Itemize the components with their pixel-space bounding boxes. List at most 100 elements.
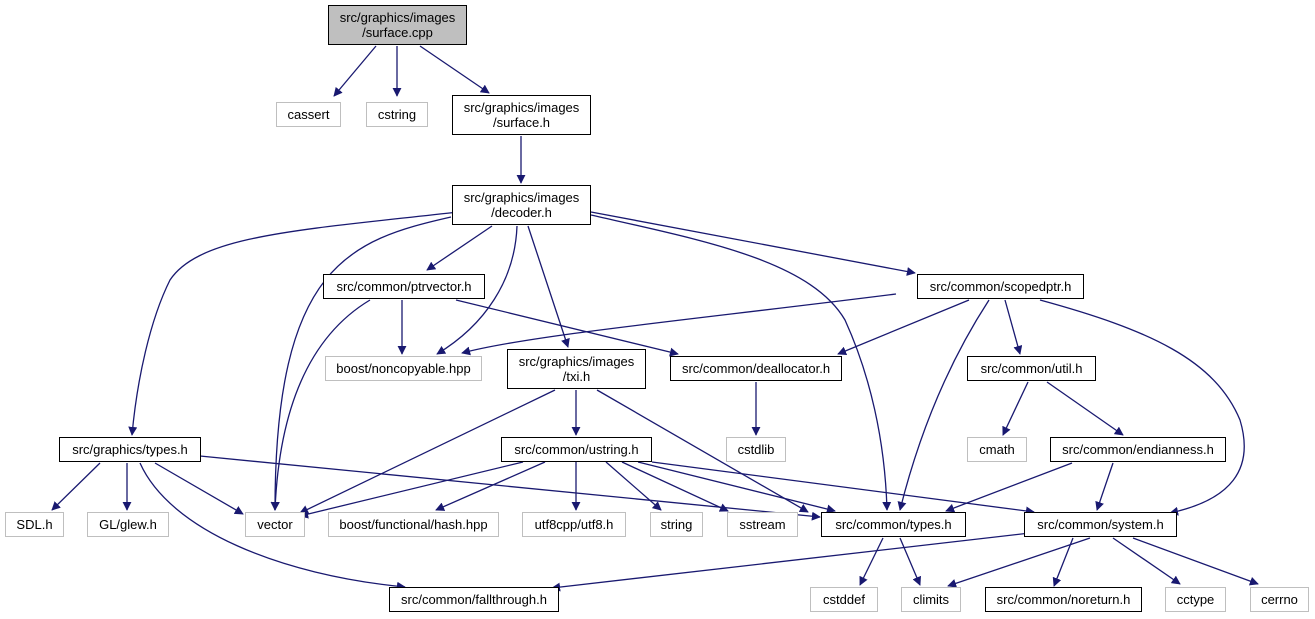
node-climits: climits	[901, 587, 961, 612]
node-graphics-types-h[interactable]: src/graphics/types.h	[59, 437, 201, 462]
node-utf8cpp-utf8-h: utf8cpp/utf8.h	[522, 512, 626, 537]
node-common-types-h[interactable]: src/common/types.h	[821, 512, 966, 537]
node-scopedptr-h[interactable]: src/common/scopedptr.h	[917, 274, 1084, 299]
node-boost-functional-hash: boost/functional/hash.hpp	[328, 512, 499, 537]
dependency-edge	[596, 389, 809, 513]
node-label: src/graphics/types.h	[72, 442, 188, 457]
dependency-edge	[461, 293, 897, 356]
node-cerrno: cerrno	[1250, 587, 1309, 612]
dependency-edge	[299, 461, 524, 519]
node-label: src/common/ustring.h	[514, 442, 639, 457]
dependency-edge	[527, 225, 570, 348]
dependency-edge	[1132, 537, 1259, 586]
node-label: cstddef	[823, 592, 865, 607]
dependency-edge	[621, 461, 729, 512]
node-gl-glew-h: GL/glew.h	[87, 512, 169, 537]
node-txi-h[interactable]: src/graphics/images /txi.h	[507, 349, 646, 389]
node-decoder-h[interactable]: src/graphics/images /decoder.h	[452, 185, 591, 225]
node-label: string	[660, 517, 693, 532]
node-label: utf8cpp/utf8.h	[534, 517, 614, 532]
node-string: string	[650, 512, 703, 537]
node-system-h[interactable]: src/common/system.h	[1024, 512, 1177, 537]
dependency-edge	[455, 299, 679, 357]
node-label: vector	[257, 517, 293, 532]
node-label: cmath	[979, 442, 1015, 457]
node-cmath: cmath	[967, 437, 1027, 462]
node-sstream: sstream	[727, 512, 798, 537]
node-label-line-1: src/graphics/images	[339, 10, 456, 25]
dependency-edge	[947, 537, 1091, 588]
node-util-h[interactable]: src/common/util.h	[967, 356, 1096, 381]
node-label: src/common/ptrvector.h	[336, 279, 472, 294]
dependency-edge	[1046, 381, 1124, 436]
dependency-edge	[837, 299, 970, 356]
node-cctype: cctype	[1165, 587, 1226, 612]
node-label: src/common/system.h	[1037, 517, 1164, 532]
dependency-edge	[426, 225, 493, 271]
node-ptrvector-h[interactable]: src/common/ptrvector.h	[323, 274, 485, 299]
dependency-edge	[419, 45, 490, 94]
dependency-edge	[945, 462, 1073, 513]
node-label-line-2: /txi.h	[562, 369, 591, 384]
node-label: cstring	[377, 107, 417, 122]
node-fallthrough-h[interactable]: src/common/fallthrough.h	[389, 587, 559, 612]
dependency-edge	[199, 455, 821, 521]
node-cassert: cassert	[276, 102, 341, 127]
node-label: cctype	[1176, 592, 1215, 607]
dependency-edge	[551, 532, 1031, 592]
node-label: boost/noncopyable.hpp	[336, 361, 471, 376]
node-label: GL/glew.h	[99, 517, 157, 532]
node-label: cassert	[287, 107, 330, 122]
dependency-edge	[637, 461, 836, 514]
dependency-edge	[154, 462, 244, 515]
dependency-edge	[299, 389, 556, 514]
dependency-edge	[590, 211, 916, 276]
node-label: src/common/endianness.h	[1062, 442, 1214, 457]
node-endianness-h[interactable]: src/common/endianness.h	[1050, 437, 1226, 462]
node-ustring-h[interactable]: src/common/ustring.h	[501, 437, 652, 462]
node-vector: vector	[245, 512, 305, 537]
dependency-edge	[859, 537, 884, 586]
dependency-edge	[435, 461, 546, 511]
dependency-edge	[1052, 537, 1074, 587]
node-label: src/common/types.h	[835, 517, 952, 532]
dependency-edge	[51, 462, 101, 511]
node-noreturn-h[interactable]: src/common/noreturn.h	[985, 587, 1142, 612]
dependency-edge	[590, 214, 892, 511]
dependency-edge	[605, 461, 662, 511]
node-label: sstream	[739, 517, 786, 532]
dependency-edge	[651, 461, 1035, 516]
node-deallocator-h[interactable]: src/common/deallocator.h	[670, 356, 842, 381]
node-label: src/common/fallthrough.h	[401, 592, 547, 607]
node-label: src/common/util.h	[980, 361, 1083, 376]
dependency-edge	[1039, 299, 1245, 516]
node-label-line-1: src/graphics/images	[518, 354, 635, 369]
node-boost-noncopyable: boost/noncopyable.hpp	[325, 356, 482, 381]
node-label: climits	[912, 592, 950, 607]
node-label-line-2: /decoder.h	[491, 205, 552, 220]
dependency-edge	[333, 45, 377, 97]
dependency-edge	[1004, 299, 1023, 355]
node-label: boost/functional/hash.hpp	[339, 517, 488, 532]
node-label-line-1: src/graphics/images	[463, 100, 580, 115]
dependency-edge	[897, 299, 990, 511]
node-label: SDL.h	[16, 517, 53, 532]
dependency-edge	[436, 225, 518, 355]
dependency-edge	[270, 299, 371, 511]
dependency-edge	[1112, 537, 1181, 585]
node-label-line-2: /surface.cpp	[362, 25, 433, 40]
node-label: src/common/noreturn.h	[996, 592, 1131, 607]
node-surface-cpp: src/graphics/images /surface.cpp	[328, 5, 467, 45]
node-label: src/common/scopedptr.h	[929, 279, 1072, 294]
dependency-edge	[1095, 462, 1114, 511]
node-cstring: cstring	[366, 102, 428, 127]
node-surface-h[interactable]: src/graphics/images /surface.h	[452, 95, 591, 135]
dependency-edge	[899, 537, 921, 586]
dependency-edge	[1002, 381, 1029, 436]
node-label-line-1: src/graphics/images	[463, 190, 580, 205]
node-cstddef: cstddef	[810, 587, 878, 612]
node-label: src/common/deallocator.h	[681, 361, 831, 376]
dependency-edge	[128, 211, 459, 436]
